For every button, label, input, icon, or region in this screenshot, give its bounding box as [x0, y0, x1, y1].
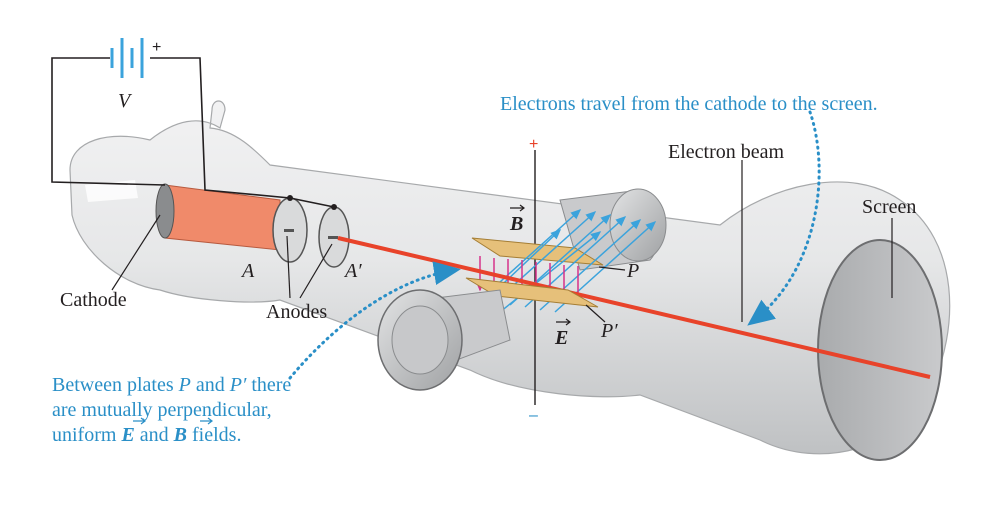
leader-lines [111, 160, 893, 323]
e-field-label: E [554, 327, 568, 349]
anode-a-label: A [240, 260, 255, 282]
magnet-pole-front [377, 289, 511, 391]
bottom-annotation-line3: uniform E and B fields. [52, 424, 241, 446]
e-vector-label: E [554, 318, 571, 349]
fluorescent-screen [817, 239, 943, 461]
cathode-cylinder [85, 180, 281, 251]
anode-a-prime-label: A′ [343, 260, 362, 282]
annotation-arrow-top [747, 110, 821, 326]
plate-p-label: P [626, 260, 639, 282]
bottom-annotation-line2: are mutually perpendicular, [52, 399, 272, 421]
bottom-annotation-line1: Between plates P and P′ there [52, 374, 291, 396]
anode-a [272, 197, 308, 263]
battery-circuit [51, 38, 337, 210]
plate-p-prime-label: P′ [600, 320, 618, 342]
plate-p-prime [465, 277, 599, 308]
screen-label: Screen [862, 196, 916, 218]
positive-plate-sign: + [529, 136, 538, 153]
annotation-arrow-bottom [288, 261, 461, 380]
b-vector-label: B [509, 204, 525, 235]
bottom-vector-arrows [133, 417, 213, 425]
electron-beam-label: Electron beam [668, 141, 784, 163]
negative-plate-sign: – [529, 407, 538, 424]
voltage-label: V [118, 90, 133, 112]
anodes-label: Anodes [266, 301, 327, 323]
cathode-label: Cathode [60, 289, 127, 311]
electron-beam [337, 236, 931, 379]
b-field-label: B [509, 213, 523, 235]
battery-plus-label: + [152, 39, 161, 56]
top-annotation: Electrons travel from the cathode to the… [500, 93, 878, 115]
battery-icon [110, 38, 144, 78]
